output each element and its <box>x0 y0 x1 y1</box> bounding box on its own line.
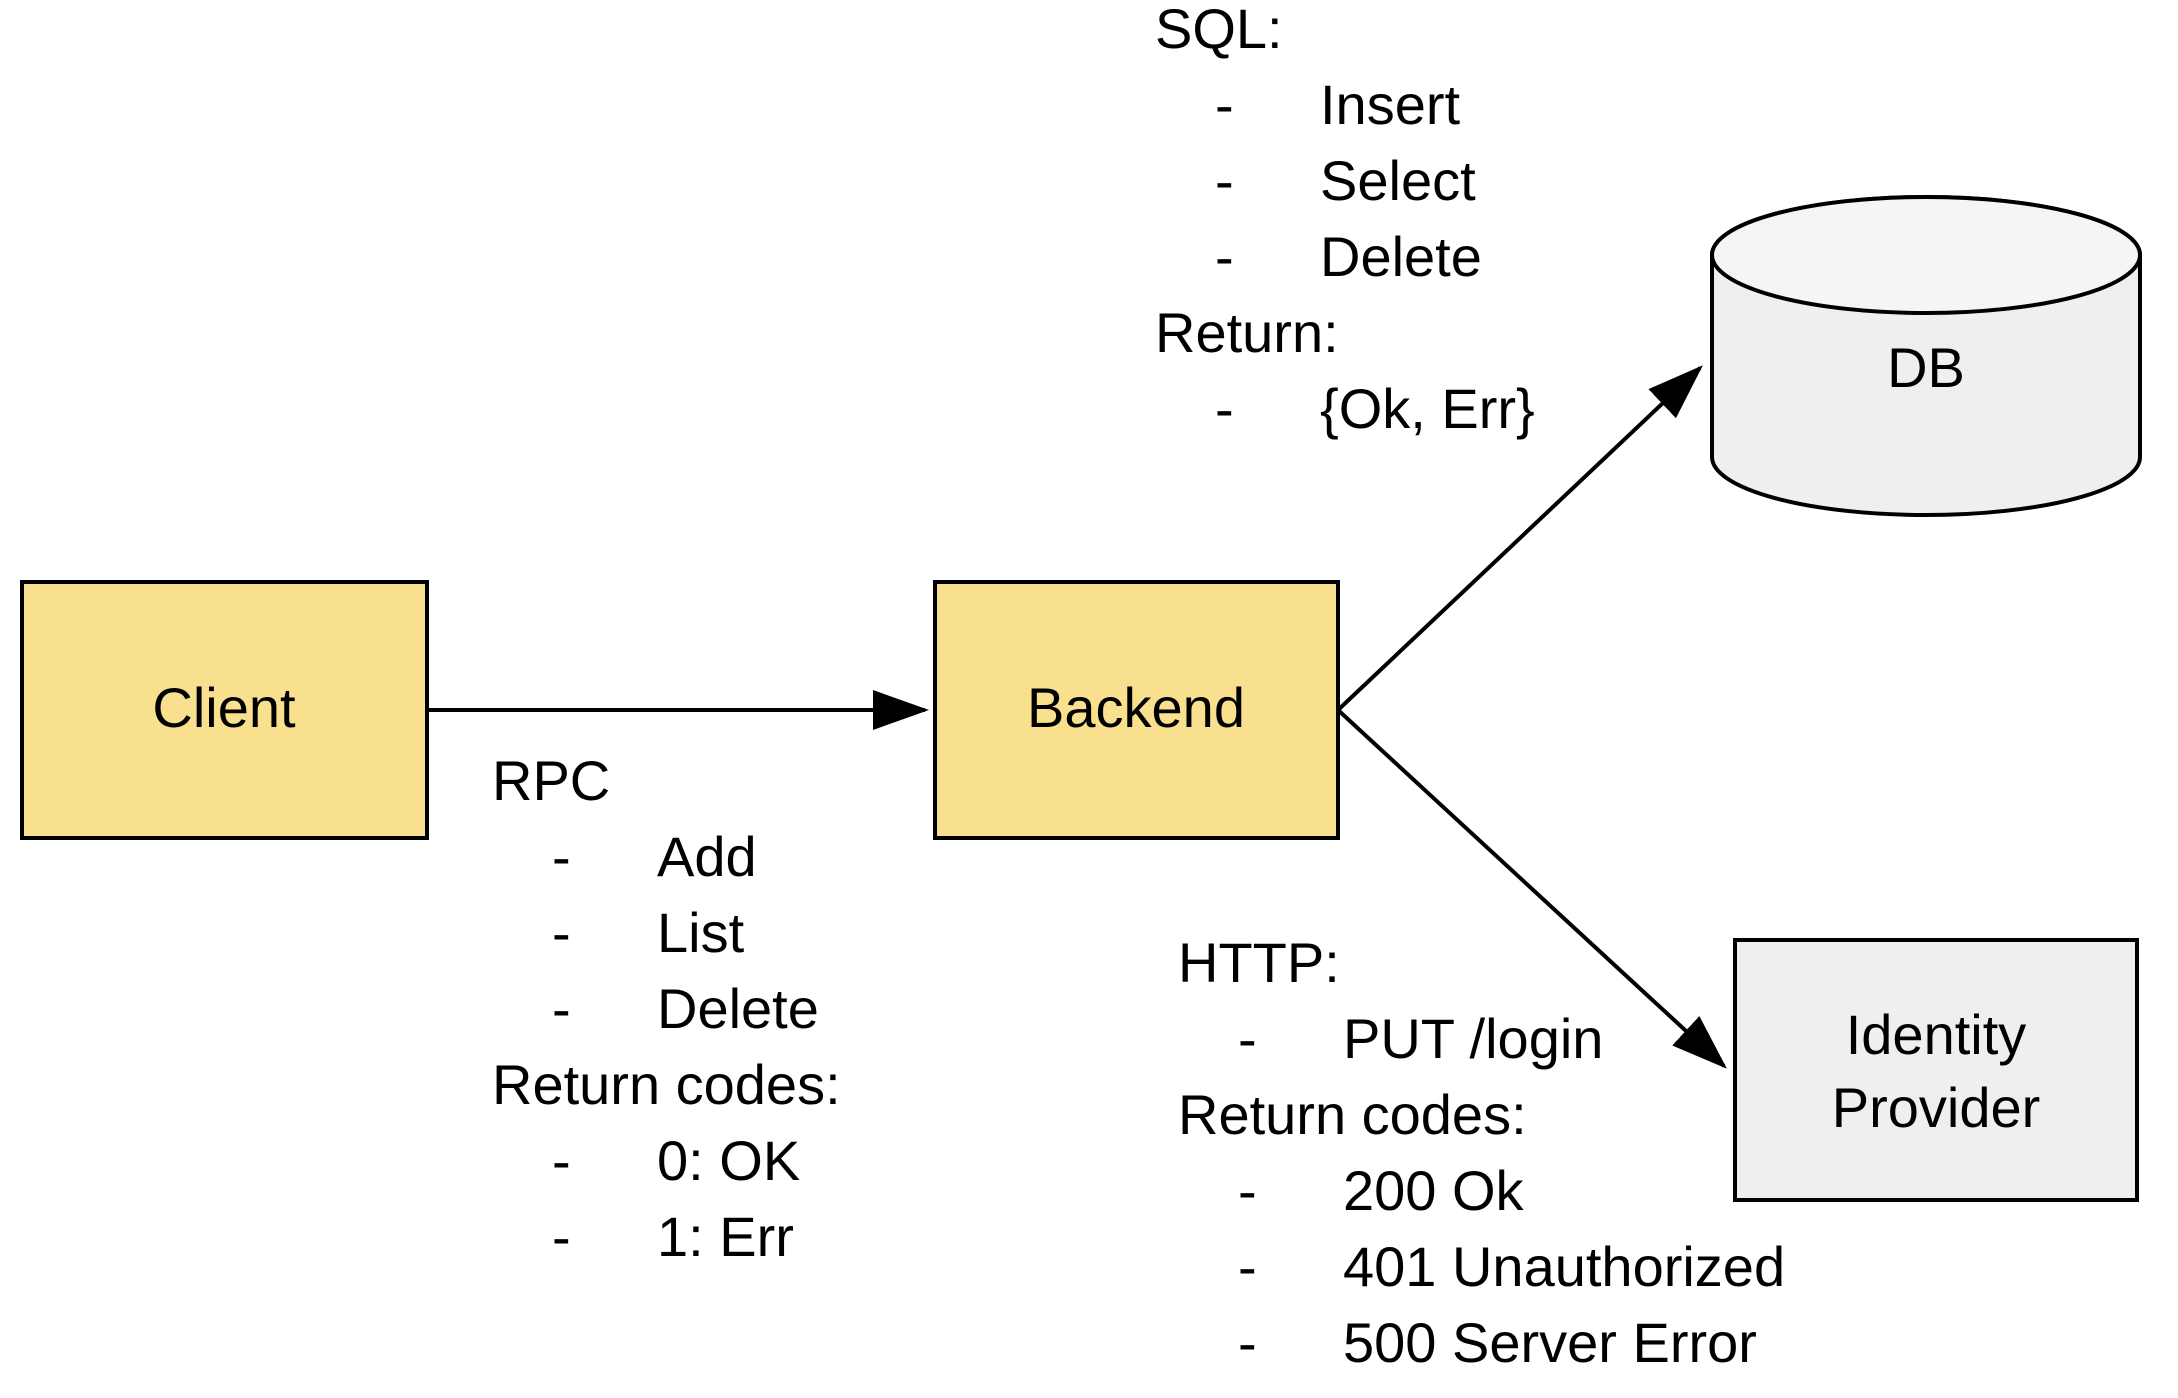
sql-header: Return: <box>1155 301 1339 364</box>
rpc-bullet-label: Delete <box>657 977 819 1040</box>
http-header: HTTP: <box>1178 931 1340 994</box>
sql-bullet-label: Delete <box>1320 225 1482 288</box>
http-bullet-label: 500 Server Error <box>1343 1311 1757 1374</box>
rpc-bullet-label: 0: OK <box>657 1129 800 1192</box>
backend-label: Backend <box>1027 676 1245 739</box>
identity-provider-box[interactable] <box>1733 938 2139 1202</box>
http-bullet-label: 401 Unauthorized <box>1343 1235 1785 1298</box>
http-bullet-dash: - <box>1238 1235 1257 1298</box>
node-db[interactable]: DB <box>1710 195 2142 517</box>
http-bullet-dash: - <box>1238 1311 1257 1374</box>
http-bullet-label: 200 Ok <box>1343 1159 1525 1222</box>
backend-box[interactable] <box>933 580 1340 840</box>
node-client[interactable]: Client <box>20 580 429 840</box>
sql-bullet-dash: - <box>1215 225 1234 288</box>
client-label: Client <box>152 676 296 739</box>
sql-bullet-label: {Ok, Err} <box>1320 377 1535 440</box>
rpc-bullet-label: List <box>657 901 745 964</box>
http-bullet-dash: - <box>1238 1007 1257 1070</box>
rpc-bullet-dash: - <box>552 1205 571 1268</box>
sql-bullet-dash: - <box>1215 73 1234 136</box>
rpc-bullet-label: Add <box>657 825 757 888</box>
rpc-bullet-dash: - <box>552 825 571 888</box>
rpc-bullet-dash: - <box>552 1129 571 1192</box>
rpc-bullet-dash: - <box>552 977 571 1040</box>
sql-bullet-dash: - <box>1215 149 1234 212</box>
sql-bullet-dash: - <box>1215 377 1234 440</box>
edge-backend-to-identity-provider <box>1336 708 1727 1069</box>
http-header: Return codes: <box>1178 1083 1527 1146</box>
rpc-header: RPC <box>492 749 610 812</box>
edge-backend-to-db <box>1336 365 1703 712</box>
db-label: DB <box>1887 336 1965 399</box>
sql-bullet-label: Insert <box>1320 73 1460 136</box>
identity-provider-label-line2: Provider <box>1832 1076 2041 1139</box>
edges-layer <box>427 365 1727 1069</box>
rpc-bullet-dash: - <box>552 901 571 964</box>
rpc-header: Return codes: <box>492 1053 841 1116</box>
http-bullet-label: PUT /login <box>1343 1007 1603 1070</box>
node-backend[interactable]: Backend <box>933 580 1340 840</box>
client-box[interactable] <box>20 580 429 840</box>
sql-header: SQL: <box>1155 0 1283 60</box>
node-identity-provider[interactable]: Identity Provider <box>1733 938 2139 1202</box>
rpc-bullet-label: 1: Err <box>657 1205 794 1268</box>
sql-bullet-label: Select <box>1320 149 1476 212</box>
db-top-rim <box>1710 195 2142 315</box>
identity-provider-label-line1: Identity <box>1846 1003 2027 1066</box>
http-bullet-dash: - <box>1238 1159 1257 1222</box>
